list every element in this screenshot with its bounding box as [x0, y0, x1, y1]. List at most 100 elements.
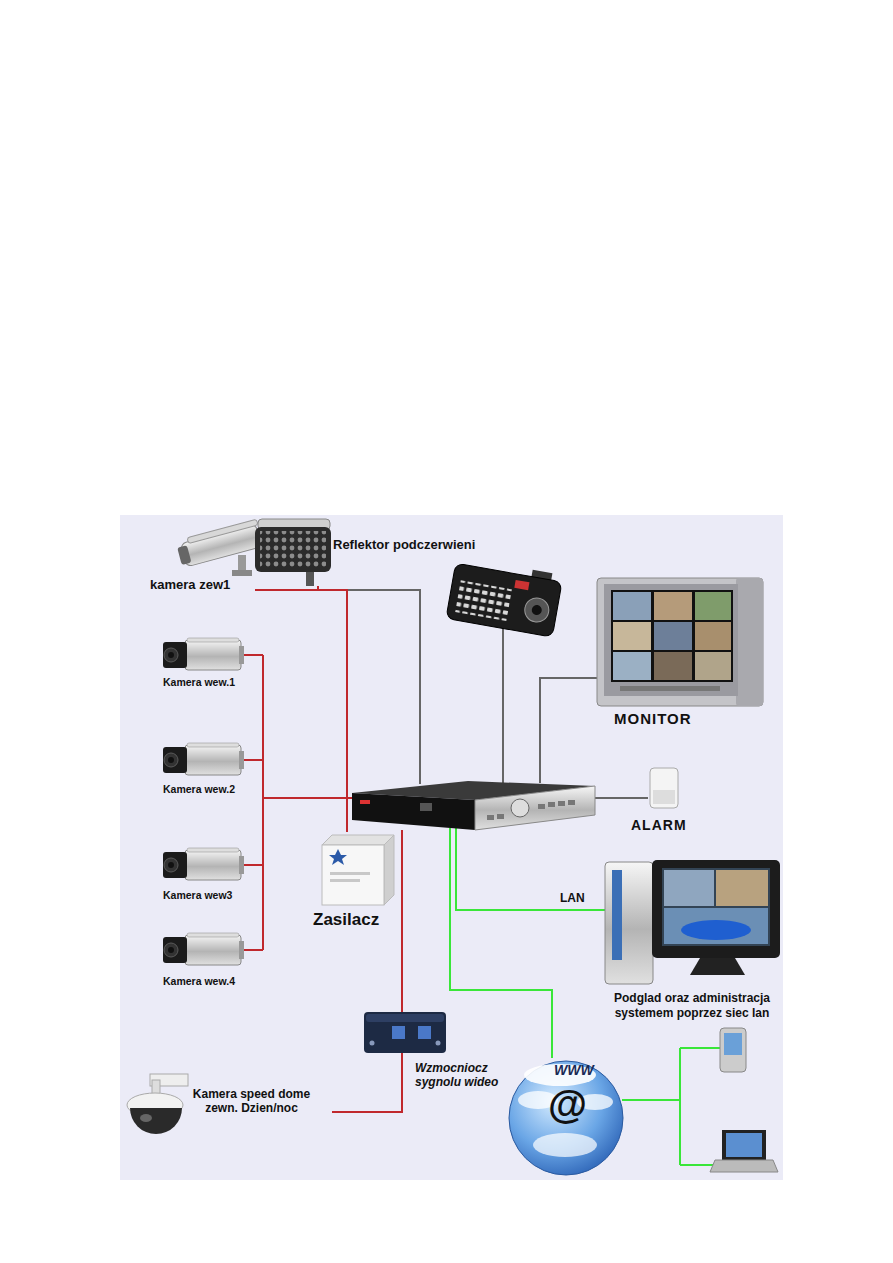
cable-connector [332, 1100, 402, 1112]
video-amplifier-part [364, 1012, 446, 1053]
infrared-illuminator-part [260, 531, 326, 568]
ptz-keyboard-part [514, 580, 529, 590]
layout-wires-part [502, 628, 504, 783]
dvr-recorder-part [352, 793, 475, 830]
layout-wires-part [347, 590, 420, 784]
laptop-device [710, 1130, 778, 1172]
diagram-panel [120, 515, 783, 1180]
camera-node: Kamera wew3 [158, 846, 250, 906]
laptop-device-part [722, 1130, 766, 1160]
dvr-recorder-part [558, 801, 565, 806]
camera-node: kamera zew1 [140, 520, 255, 597]
cable-connector [318, 586, 347, 832]
crt-monitor-part [695, 592, 731, 620]
lan-computer-part [662, 868, 770, 946]
dvr-recorder-part [360, 800, 370, 804]
device-label: Kamera wew.4 [163, 975, 235, 987]
device-label: @ [548, 1084, 587, 1124]
camera-node: Kamera wew.4 [158, 931, 250, 992]
indoor-cameras-part [163, 743, 244, 775]
infrared-illuminator [255, 519, 331, 586]
speed-dome-camera-part [140, 1114, 152, 1122]
outdoor-camera-part-part [187, 519, 258, 543]
indoor-cameras [163, 638, 244, 965]
crt-monitor-part [604, 584, 738, 696]
internet-node: WWW@ [510, 1058, 625, 1178]
crt-monitor-part [620, 686, 720, 691]
dvr-recorder-part [538, 804, 545, 809]
video-amplifier-part [392, 1026, 405, 1039]
crt-monitor-part [613, 622, 651, 650]
lan-computer-part [605, 862, 653, 984]
layout-wires-part [540, 678, 597, 783]
power-supply-part [384, 835, 394, 905]
amplifier-node: Wzmocniocz sygnolu wideo [360, 1005, 509, 1100]
dvr-recorder-part [420, 803, 432, 811]
layout-wires-part [450, 828, 552, 1058]
device-label: Kamera speed dome zewn. Dzien/noc [184, 1087, 319, 1116]
device-label: Kamera wew3 [163, 889, 232, 901]
crt-monitor-part [613, 652, 651, 680]
layout-wires [244, 590, 720, 1165]
layout-wires-part [401, 830, 403, 1100]
dvr-recorder-part [568, 800, 575, 805]
laptop-device-part [726, 1133, 762, 1157]
computer-node: Podglad oraz administracja systemem popr… [597, 858, 787, 1034]
power-supply-part [322, 835, 394, 845]
illuminator-node: Reflektor podczerwieni [256, 518, 506, 586]
layout-wires-part [622, 1048, 720, 1165]
label-holder: LAN [560, 892, 585, 906]
crt-monitor-part [654, 652, 692, 680]
power-supply-part [322, 845, 384, 905]
power-supply-node: Zasilacz [308, 832, 398, 936]
speed-dome-camera-part [130, 1108, 182, 1134]
pda-device-part [724, 1033, 742, 1055]
lan-computer-part [690, 958, 745, 975]
video-amplifier-part [418, 1026, 431, 1039]
wire-label: LAN [560, 892, 585, 906]
camera-node: Kamera wew.1 [158, 636, 250, 693]
indoor-cameras-part [163, 638, 244, 670]
ptz-keyboard-part [446, 563, 562, 637]
ptz-keyboard-part [531, 604, 543, 616]
device-label: Podglad oraz administracja systemem popr… [599, 991, 785, 1021]
infrared-illuminator-part [306, 572, 314, 586]
lan-computer-part [664, 870, 714, 906]
outdoor-camera-part [175, 519, 263, 568]
indoor-cameras-part [163, 848, 244, 880]
crt-monitor-part [695, 652, 731, 680]
device-label: kamera zew1 [150, 578, 230, 593]
lan-computer [605, 860, 780, 984]
layout-wires-part [593, 797, 648, 799]
crt-monitor-part [654, 622, 692, 650]
power-supply-part [330, 879, 360, 882]
lan-computer-part [664, 908, 768, 944]
device-label: MONITOR [614, 710, 692, 727]
crt-monitor-part [613, 592, 651, 620]
layout-wires-part [456, 828, 605, 910]
power-supply [322, 835, 394, 905]
internet-globe [509, 1061, 623, 1175]
crt-monitor-part [736, 578, 763, 706]
device-label: Reflektor podczerwieni [333, 538, 475, 553]
alarm-siren [650, 768, 678, 808]
dvr-recorder [352, 781, 595, 830]
dvr-recorder-part [475, 786, 595, 830]
laptop-device-part [710, 1160, 778, 1172]
power-supply-part [329, 849, 347, 865]
device-label: ALARM [631, 817, 687, 833]
alarm-siren-part [653, 790, 675, 804]
crt-monitor-part [597, 578, 763, 706]
cable-connector [255, 590, 347, 832]
lan-computer-part [652, 860, 780, 958]
pda-device [720, 1028, 746, 1072]
crt-monitor [597, 578, 763, 706]
outdoor-camera-part-part [177, 545, 191, 565]
crt-monitor-part [611, 590, 733, 682]
crt-monitor-part [654, 592, 692, 620]
dvr-recorder-part [497, 814, 504, 819]
outdoor-camera-part [232, 570, 252, 576]
indoor-cameras-part [163, 933, 244, 965]
ptz-keyboard [446, 556, 563, 637]
